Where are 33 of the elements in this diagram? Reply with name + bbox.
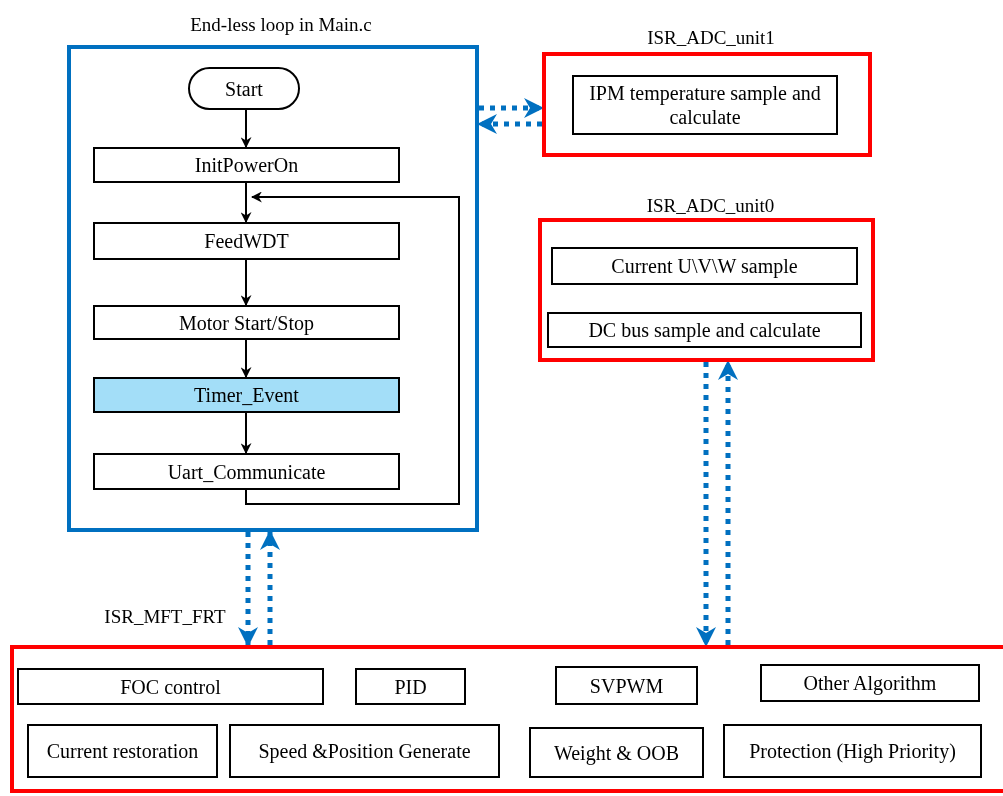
- process-box: Current restoration: [27, 724, 218, 778]
- arrow: [240, 412, 252, 455]
- start-terminal: Start: [188, 67, 300, 110]
- process-box: DC bus sample and calculate: [547, 312, 862, 348]
- panel-title: End-less loop in Main.c: [189, 13, 373, 37]
- process-box: SVPWM: [555, 666, 698, 705]
- arrow: [240, 109, 252, 149]
- process-box: Motor Start/Stop: [93, 305, 400, 340]
- process-box: Uart_Communicate: [93, 453, 400, 490]
- highlighted-process-box: Timer_Event: [93, 377, 400, 413]
- process-box: FeedWDT: [93, 222, 400, 260]
- process-box: Protection (High Priority): [723, 724, 982, 778]
- dotted-arrow: [477, 114, 542, 134]
- dotted-arrow: [479, 98, 544, 118]
- process-box: FOC control: [17, 668, 324, 705]
- arrow: [240, 339, 252, 379]
- dotted-arrow: [238, 532, 258, 647]
- arrow: [245, 191, 460, 505]
- process-box: PID: [355, 668, 466, 705]
- panel-title: ISR_MFT_FRT: [103, 605, 227, 629]
- dotted-arrow: [696, 362, 716, 647]
- dotted-arrow: [718, 360, 738, 645]
- panel-title: ISR_ADC_unit1: [646, 26, 776, 50]
- process-box: Weight & OOB: [529, 727, 704, 778]
- process-box: IPM temperature sample and calculate: [572, 75, 838, 135]
- dotted-arrow: [260, 530, 280, 645]
- process-box: Other Algorithm: [760, 664, 980, 702]
- process-box: Current U\V\W sample: [551, 247, 858, 285]
- arrow: [240, 182, 252, 224]
- arrow: [240, 259, 252, 307]
- process-box: InitPowerOn: [93, 147, 400, 183]
- panel-title: ISR_ADC_unit0: [645, 194, 776, 218]
- process-box: Speed &Position Generate: [229, 724, 500, 778]
